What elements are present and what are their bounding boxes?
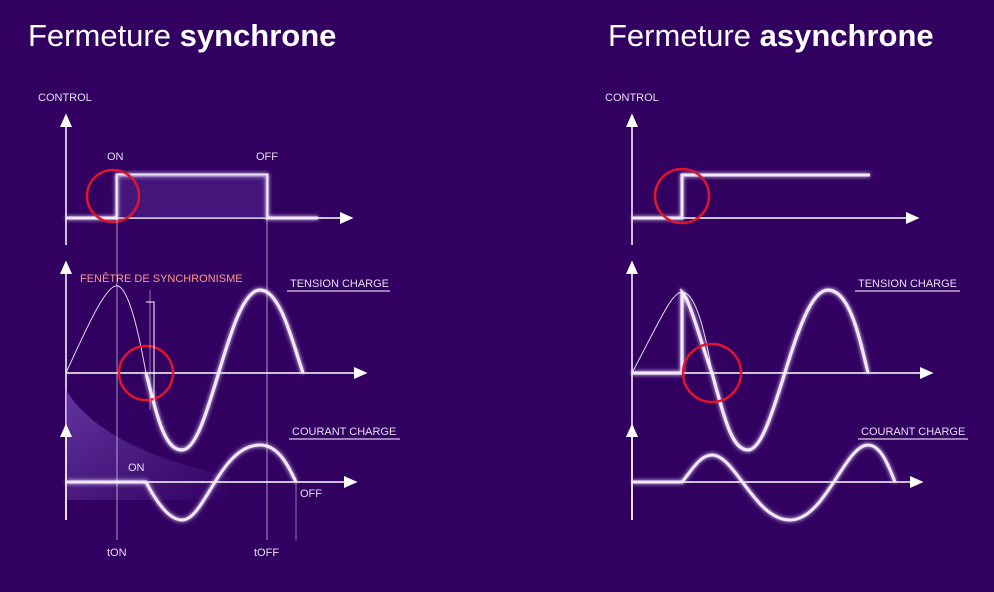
left-shade-area <box>66 390 230 500</box>
left-voltage-label: TENSION CHARGE <box>290 278 389 290</box>
title-asynchronous: Fermeture asynchrone <box>608 18 934 54</box>
title-left-normal: Fermeture <box>28 18 180 53</box>
left-panel: CONTROL ON OFF FENÊTRE DE SYNCHRONISME T… <box>38 92 400 559</box>
title-left-bold: synchrone <box>179 18 337 53</box>
right-control-label: CONTROL <box>605 92 659 104</box>
left-control-fill <box>117 175 267 218</box>
right-voltage-fill <box>632 292 682 373</box>
left-control-marker-circle <box>85 168 141 224</box>
left-window-bracket <box>146 301 155 402</box>
title-right-bold: asynchrone <box>759 18 934 53</box>
left-control-signal <box>66 173 318 220</box>
left-control-label: CONTROL <box>38 92 92 104</box>
left-current-label: COURANT CHARGE <box>292 426 396 438</box>
left-current-on-label: ON <box>128 462 145 474</box>
left-toff-label: tOFF <box>254 547 279 559</box>
left-voltage-signal <box>144 288 305 452</box>
left-off-label: OFF <box>256 151 278 163</box>
left-voltage-ghost-wave <box>65 285 147 374</box>
right-control-signal <box>632 173 870 220</box>
right-voltage-label: TENSION CHARGE <box>858 278 957 290</box>
left-on-label: ON <box>107 151 124 163</box>
right-voltage-marker-circle <box>681 342 743 404</box>
right-control-marker-circle <box>653 167 711 225</box>
right-panel: CONTROL TENSION CHARGE COURANT CHARGE <box>605 92 968 522</box>
left-window-label: FENÊTRE DE SYNCHRONISME <box>80 272 243 285</box>
left-ton-label: tON <box>107 547 127 559</box>
right-voltage-signal <box>632 288 870 452</box>
right-current-label: COURANT CHARGE <box>861 426 965 438</box>
title-right-normal: Fermeture <box>608 18 760 53</box>
left-current-signal <box>66 443 298 522</box>
right-current-signal <box>632 443 897 522</box>
left-current-off-label: OFF <box>300 488 322 500</box>
title-synchronous: Fermeture synchrone <box>28 18 336 54</box>
left-voltage-marker-circle <box>117 344 175 402</box>
